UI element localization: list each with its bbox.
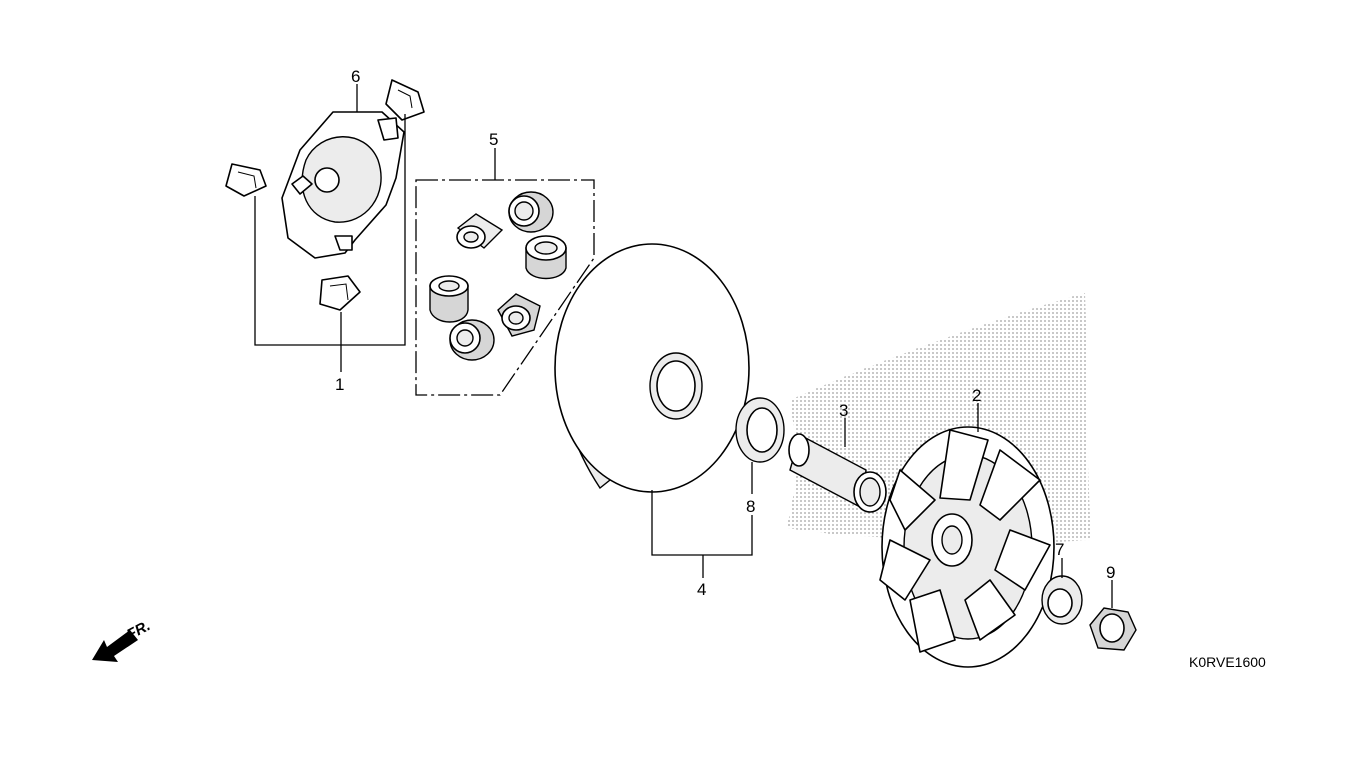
roller-3[interactable] [525, 235, 567, 280]
roller-6[interactable] [449, 319, 495, 361]
slider-left[interactable] [225, 163, 267, 197]
callout-3: 3 [839, 401, 848, 420]
callout-1: 1 [335, 375, 344, 394]
ramp-plate[interactable] [281, 111, 405, 259]
bracket-1 [254, 114, 406, 346]
callout-4: 4 [697, 580, 706, 599]
front-arrow-icon [92, 630, 138, 662]
roller-5[interactable] [497, 293, 541, 337]
callout-9: 9 [1106, 563, 1115, 582]
callout-6: 6 [351, 67, 360, 86]
slider-bottom[interactable] [319, 275, 361, 311]
seal-ring[interactable] [735, 397, 785, 463]
roller-4[interactable] [429, 275, 469, 323]
slider-top[interactable] [385, 79, 425, 121]
drive-face-fan[interactable] [879, 426, 1055, 668]
roller-2[interactable] [508, 191, 554, 233]
washer[interactable] [1041, 575, 1083, 625]
roller-1[interactable] [456, 213, 504, 249]
callout-2: 2 [972, 386, 981, 405]
callout-5: 5 [489, 130, 498, 149]
diagram-code: K0RVE1600 [1189, 654, 1266, 670]
callout-7: 7 [1055, 540, 1064, 559]
callout-8: 8 [746, 497, 755, 516]
lock-nut[interactable] [1089, 607, 1137, 651]
bracket-4 [651, 490, 753, 556]
roller-set-box [415, 179, 595, 396]
movable-drive-face[interactable] [554, 243, 750, 493]
drive-collar[interactable] [788, 433, 887, 513]
